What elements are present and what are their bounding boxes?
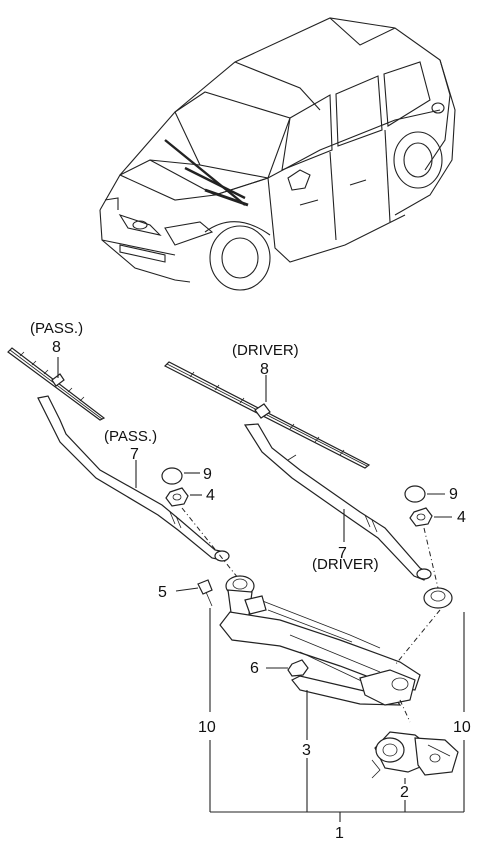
pivot-cap-right [404, 485, 426, 503]
wiper-motor [371, 731, 459, 779]
callout-5: 5 [158, 584, 167, 601]
driver-wiper-blade [163, 361, 371, 469]
label-passenger-blade: (PASS.) [30, 320, 83, 337]
label-passenger-arm: (PASS.) [104, 428, 157, 445]
pivot-cap-left [161, 467, 183, 485]
callout-9-right: 9 [449, 486, 458, 503]
label-driver-arm: (DRIVER) [312, 556, 379, 573]
callout-3: 3 [302, 742, 311, 759]
callout-8-passenger: 8 [52, 339, 61, 356]
callout-7-passenger: 7 [130, 446, 139, 463]
label-driver-blade: (DRIVER) [232, 342, 299, 359]
callout-4-right: 4 [457, 509, 466, 526]
wiper-linkage [197, 575, 453, 723]
callout-10-right: 10 [453, 719, 471, 736]
callout-10-left: 10 [198, 719, 216, 736]
nut-right [409, 507, 433, 527]
callout-9-left: 9 [203, 466, 212, 483]
callout-1: 1 [335, 825, 344, 842]
callout-8-driver: 8 [260, 361, 269, 378]
callout-6: 6 [250, 660, 259, 677]
car-illustration [99, 17, 456, 291]
passenger-wiper-blade [7, 347, 106, 421]
passenger-wiper-arm [37, 395, 230, 562]
nut-left [165, 487, 189, 507]
callout-2: 2 [400, 784, 409, 801]
callout-4-left: 4 [206, 487, 215, 504]
driver-wiper-arm [243, 423, 432, 581]
callout-7-driver: 7 [338, 545, 347, 562]
